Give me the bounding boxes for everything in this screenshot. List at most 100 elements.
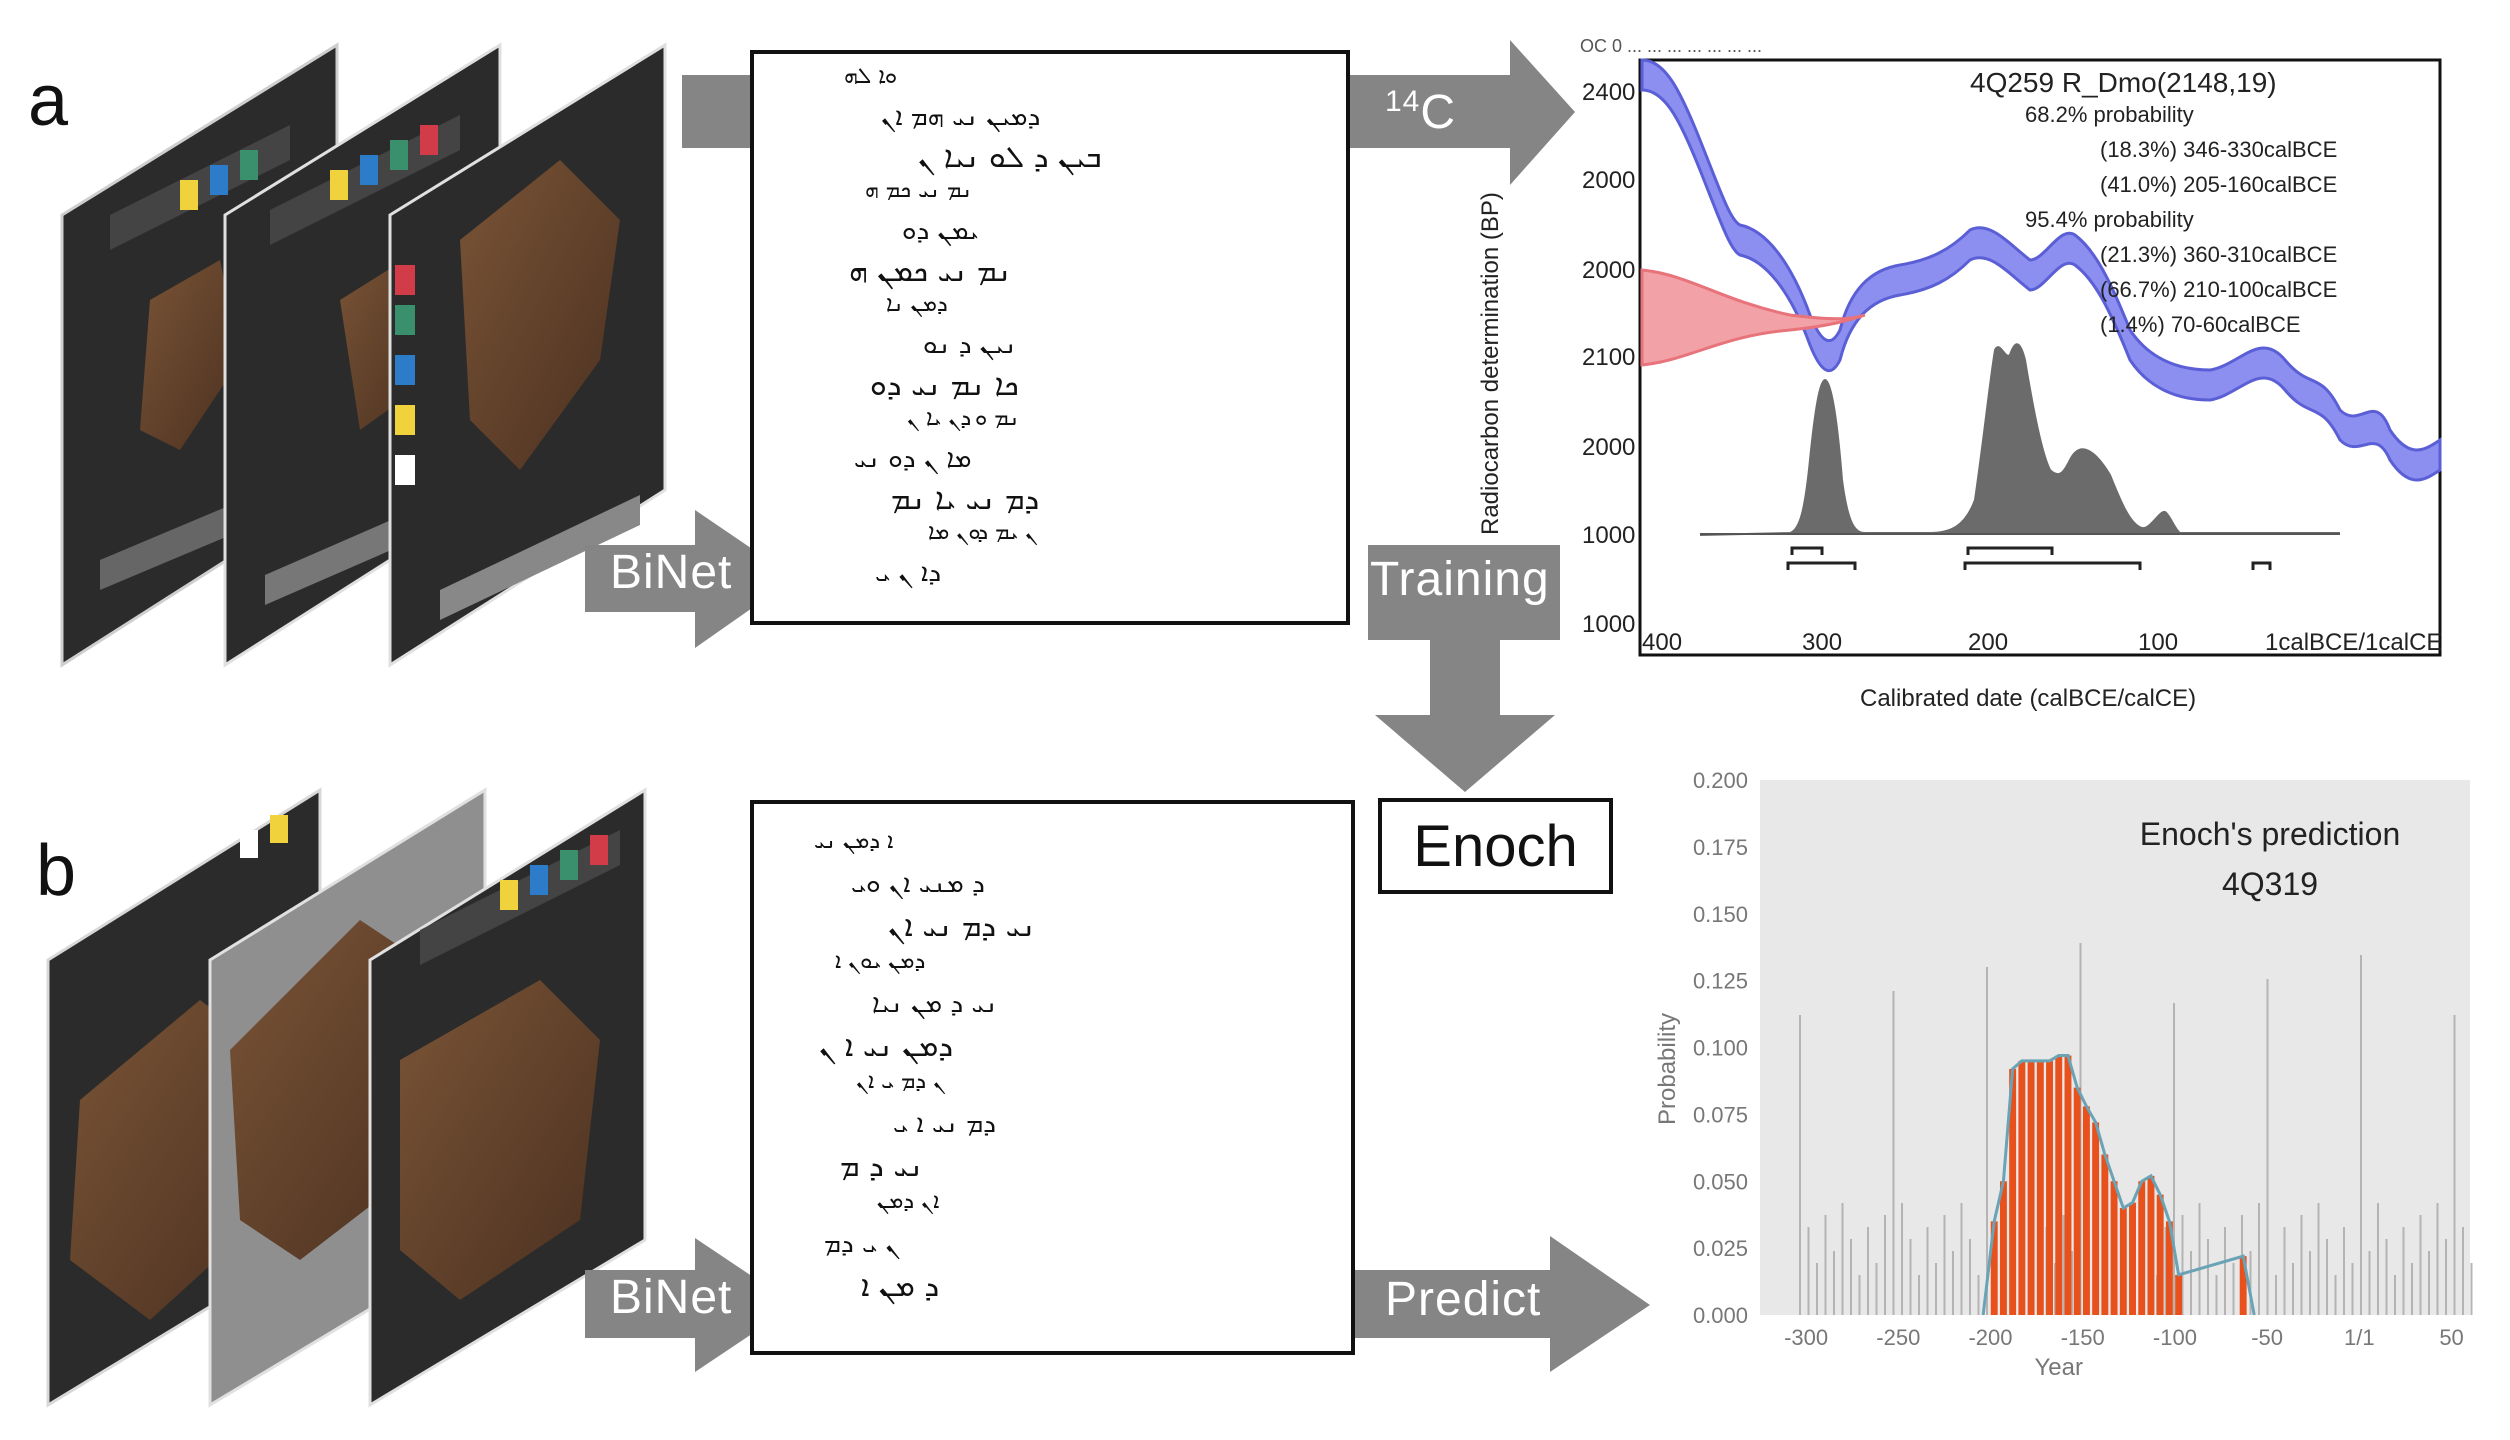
script-line: ܝܡܢ ܕܘ <box>902 216 979 247</box>
prediction-bar <box>2028 1061 2035 1315</box>
script-line: ܕܡ ܢܝ ܝܐ ܢܡ <box>891 482 1039 517</box>
legend-line: (18.3%) 346-330calBCE <box>2100 137 2337 162</box>
y-axis-ticks: 2400 2000 2000 2100 2000 1000 1000 <box>1582 79 1635 638</box>
prediction-bar <box>2083 1106 2090 1315</box>
prediction-x-ticks: -300 -250 -200 -150 -100 -50 1/1 50 <box>1784 1325 2464 1350</box>
script-line: ܐ ܕܡܢ ܢܝ <box>814 829 893 854</box>
script-line: ܢܝܢ ܕ ܢܘ <box>923 330 1017 361</box>
y-tick: 2000 <box>1582 167 1635 194</box>
binarized-document-a: ܘܐ ܠܗ ܕܡܝܢ ܢܝ ܗܡ ܐܢ ܒܝܢ ܕ ܠܘ ܢܝܐ ܢ ܢܡ ܢܝ ܟܡ… <box>750 50 1350 625</box>
script-line: ܕ ܡܢ ܐ <box>861 1269 939 1304</box>
y-tick-label: 0.100 <box>1693 1036 1748 1061</box>
legend-line: (21.3%) 360-310calBCE <box>2100 242 2337 267</box>
prediction-title: Enoch's prediction <box>2140 816 2400 852</box>
legend-line: (41.0%) 205-160calBCE <box>2100 172 2337 197</box>
y-tick: 1000 <box>1582 611 1635 638</box>
sample-title: 4Q259 R_Dmo(2148,19) <box>1970 67 2277 98</box>
c14-superscript: 14 <box>1385 85 1420 118</box>
prediction-bar <box>2055 1056 2062 1315</box>
x-tick-label: -100 <box>2153 1325 2197 1350</box>
prediction-bar <box>2175 1275 2182 1315</box>
script-line: ܢܝ ܕ ܡܢ ܢܝܐ <box>872 989 998 1020</box>
y-tick-label: 0.125 <box>1693 969 1748 994</box>
script-line: ܕܡܢ ܢܐ <box>886 292 948 317</box>
script-line: ܐܢ ܕܡܢ <box>877 1189 939 1214</box>
prediction-bar <box>2157 1195 2164 1315</box>
calibration-x-label: Calibrated date (calBCE/calCE) <box>1860 685 2196 712</box>
x-tick-label: -50 <box>2251 1325 2283 1350</box>
prediction-bar <box>2000 1181 2007 1315</box>
script-line: ܕ ܡܢܝ ܐܢ ܘܝ <box>851 869 985 900</box>
x-tick: 100 <box>2138 629 2178 656</box>
calibration-y-label: Radiocarbon determination (BP) <box>1477 192 1504 535</box>
script-line: ܢ ܝܡ ܕܘܢ ܡܐ <box>928 520 1037 545</box>
enoch-model-box: Enoch <box>1378 798 1613 894</box>
binarized-document-b: ܐ ܕܡܢ ܢܝ ܕ ܡܢܝ ܐܢ ܘܝ ܢܝ ܕܡ ܢܝ ܐܢ ܕܡܢ ܝܘܢ ܐ ܢ… <box>750 800 1355 1355</box>
script-line: ܕܡܝܢ ܢܝ ܗܡ ܐܢ <box>881 102 1040 133</box>
script-line: ܢܝ ܕܡ ܢܝ ܐܢ <box>888 909 1036 944</box>
x-tick-label: -200 <box>1968 1325 2012 1350</box>
prediction-bar <box>2065 1056 2072 1315</box>
y-tick-label: 0.075 <box>1693 1102 1748 1127</box>
y-tick-label: 0.200 <box>1693 768 1748 793</box>
prediction-y-label: Probability <box>1654 1013 1681 1125</box>
x-tick: 200 <box>1968 629 2008 656</box>
x-tick: 300 <box>1802 629 1842 656</box>
prediction-bar <box>2046 1061 2053 1315</box>
prediction-bar <box>2074 1088 2081 1315</box>
binet-label-b: BiNet <box>610 1270 732 1325</box>
script-line: ܡܐ ܢ ܕܘ ܢܝ <box>854 444 972 475</box>
prediction-x-label: Year <box>2035 1354 2084 1381</box>
script-line: ܕܡܢ ܝܘܢ ܐ <box>835 949 925 974</box>
script-line: ܕܡܢ ܢܝ ܐ ܢ <box>819 1029 953 1064</box>
y-tick: 2400 <box>1582 79 1635 106</box>
script-line: ܢ ܕܡ ܝ ܐܢ <box>856 1069 945 1094</box>
x-tick-label: -250 <box>1876 1325 1920 1350</box>
x-tick: 400 <box>1642 629 1682 656</box>
script-line: ܢܡ ܢܝ ܟܡ ܗ <box>865 178 972 203</box>
script-line: ܢܝ ܕ ܡ <box>840 1149 923 1184</box>
script-line: ܒܝܢ ܕ ܠܘ ܢܝܐ ܢ <box>918 140 1102 175</box>
script-line: ܟܐ ܢܡ ܢܝ ܕܘ <box>870 368 1019 403</box>
script-line: ܘܐ ܠܗ <box>844 64 897 89</box>
c14-letter: C <box>1420 86 1456 139</box>
x-tick-label: 50 <box>2439 1325 2463 1350</box>
y-tick-label: 0.150 <box>1693 902 1748 927</box>
y-tick-label: 0.000 <box>1693 1303 1748 1328</box>
prediction-bar <box>2037 1061 2044 1315</box>
script-line: ܢ ܝ ܕܡ <box>824 1229 900 1260</box>
legend-line: 68.2% probability <box>2025 102 2194 127</box>
prediction-y-ticks: 0.000 0.025 0.050 0.075 0.100 0.125 0.150 0.175… <box>1693 768 1748 1328</box>
radiocarbon-calibration-chart: OC 0 ... ... ... ... ... ... ... 4Q259 R… <box>1470 30 2490 730</box>
x-tick-label: 1/1 <box>2344 1325 2375 1350</box>
y-tick-label: 0.050 <box>1693 1169 1748 1194</box>
x-tick-label: -150 <box>2061 1325 2105 1350</box>
prediction-bar <box>2148 1176 2155 1315</box>
x-tick-label: -300 <box>1784 1325 1828 1350</box>
prediction-subtitle: 4Q319 <box>2222 866 2318 902</box>
binet-label-a: BiNet <box>610 545 732 600</box>
prediction-bar <box>2120 1208 2127 1315</box>
predict-label: Predict <box>1385 1272 1541 1327</box>
prediction-bar <box>2138 1181 2145 1315</box>
x-tick: 1calBCE/1calCE <box>2265 629 2442 656</box>
y-tick: 2000 <box>1582 257 1635 284</box>
y-tick-label: 0.025 <box>1693 1236 1748 1261</box>
y-tick: 2000 <box>1582 434 1635 461</box>
script-line: ܢܡ ܢܝ ܟܡܢ ܗ <box>849 254 1011 289</box>
enoch-prediction-chart: 0.000 0.025 0.050 0.075 0.100 0.125 0.150 0.175… <box>1640 760 2485 1400</box>
legend-line: 95.4% probability <box>2025 207 2194 232</box>
legend-line: (66.7%) 210-100calBCE <box>2100 277 2337 302</box>
prediction-bar <box>2018 1061 2025 1315</box>
script-line: ܕܡ ܢܝ ܐ ܝ <box>893 1109 996 1140</box>
script-line: ܕܐ ܢ ܝ <box>875 558 941 589</box>
y-tick: 2100 <box>1582 344 1635 371</box>
prediction-bar <box>2129 1203 2136 1315</box>
prediction-bar <box>2101 1155 2108 1316</box>
y-tick-label: 0.175 <box>1693 835 1748 860</box>
y-tick: 1000 <box>1582 522 1635 549</box>
script-line: ܢܡ ܘ ܕܢ ܝܐ ܢ <box>907 406 1019 431</box>
legend-line: (1.4%) 70-60calBCE <box>2100 312 2301 337</box>
calibration-header: OC 0 ... ... ... ... ... ... ... <box>1580 36 1762 56</box>
c14-arrow-label: 14C <box>1385 85 1456 140</box>
